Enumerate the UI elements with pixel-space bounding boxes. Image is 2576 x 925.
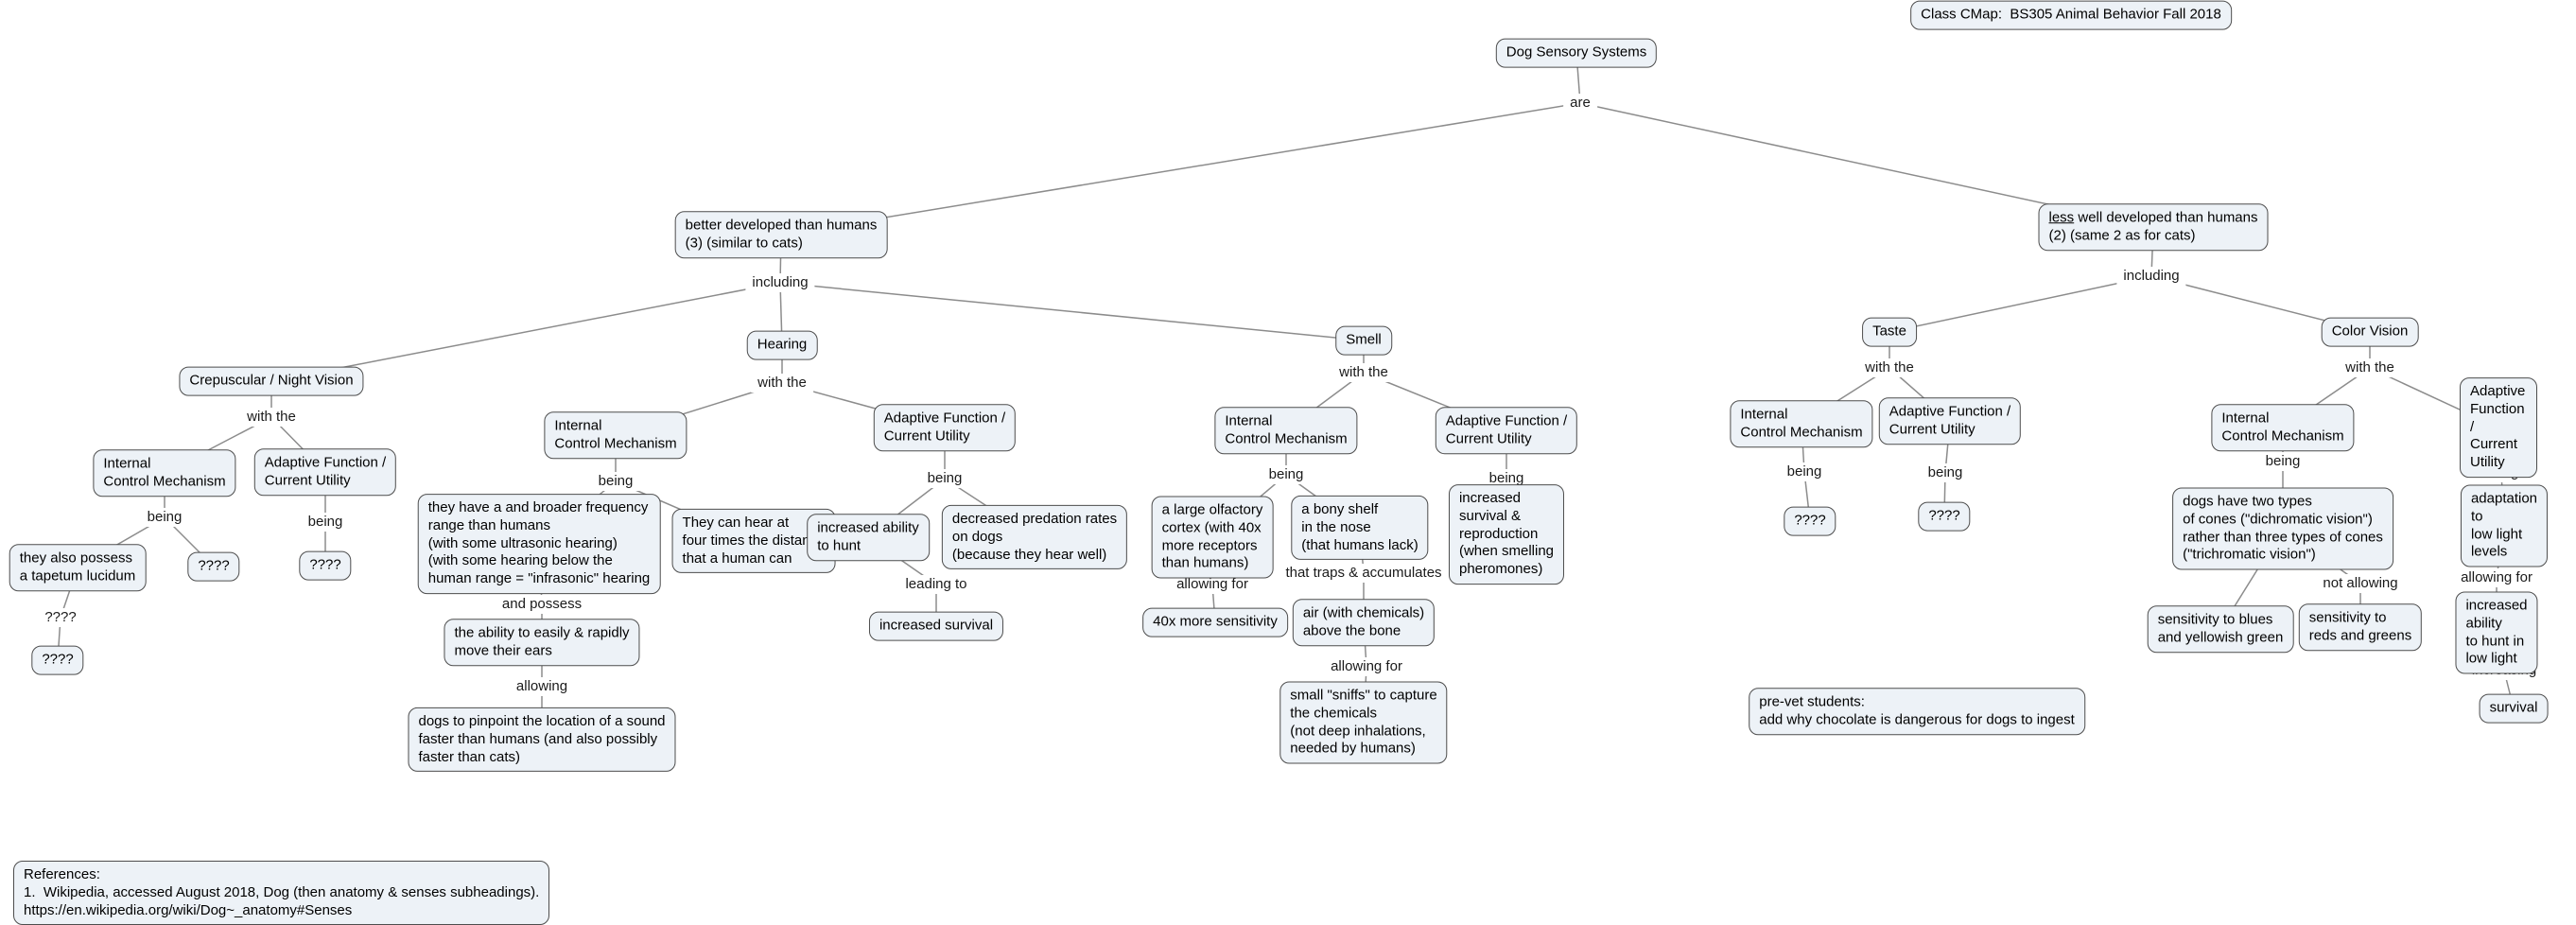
edge-line	[270, 282, 781, 382]
node-prevet-note[interactable]: pre-vet students: add why chocolate is d…	[1749, 688, 2085, 735]
link-label-being-taste-afcu[interactable]: being	[1921, 463, 1970, 482]
node-low-light-adaptation[interactable]: adaptation to low light levels	[2460, 484, 2549, 567]
link-label-with-the-crepuscular[interactable]: with the	[240, 408, 303, 427]
link-label-being-taste-icm[interactable]: being	[1780, 462, 1829, 481]
link-label-not-allowing[interactable]: not allowing	[2316, 574, 2405, 593]
node-crepuscular-internal-control[interactable]: Internal Control Mechanism	[93, 449, 236, 497]
link-label-with-the-taste[interactable]: with the	[1858, 358, 1921, 377]
link-label-allowing-ears[interactable]: allowing	[509, 677, 575, 696]
node-pinpoint-sound[interactable]: dogs to pinpoint the location of a sound…	[408, 707, 676, 773]
node-smell-internal-control[interactable]: Internal Control Mechanism	[1214, 407, 1358, 454]
link-label-being-hearing-icm[interactable]: being	[591, 472, 640, 491]
link-label-allowing-for-sniffs[interactable]: allowing for	[1324, 657, 1409, 676]
class-title-box[interactable]: Class CMap: BS305 Animal Behavior Fall 2…	[1910, 0, 2232, 30]
node-frequency-range[interactable]: they have a and broader frequency range …	[417, 494, 661, 594]
node-sensitivity-reds-greens[interactable]: sensitivity to reds and greens	[2298, 603, 2423, 651]
node-sensitivity-blues-yellows[interactable]: sensitivity to blues and yellowish green	[2147, 605, 2294, 653]
node-40x-sensitivity[interactable]: 40x more sensitivity	[1142, 607, 1288, 637]
node-tapetum-lucidum[interactable]: they also possess a tapetum lucidum	[9, 544, 147, 591]
link-label-including-left[interactable]: including	[745, 273, 815, 292]
node-smell-adaptive-function[interactable]: Adaptive Function / Current Utility	[1435, 407, 1578, 454]
node-survival-color-vision[interactable]: survival	[2479, 693, 2549, 724]
node-color-vision[interactable]: Color Vision	[2321, 317, 2419, 347]
node-tapetum-unknown[interactable]: ????	[31, 645, 84, 675]
node-color-vision-internal-control[interactable]: Internal Control Mechanism	[2211, 404, 2355, 451]
node-dichromatic-cones[interactable]: dogs have two types of cones ("dichromat…	[2172, 487, 2393, 570]
link-label-being-smell-afcu[interactable]: being	[1482, 469, 1531, 488]
references-box[interactable]: References: 1. Wikipedia, accessed Augus…	[13, 861, 550, 925]
link-label-with-the-smell[interactable]: with the	[1332, 363, 1395, 382]
link-label-traps-accumulates[interactable]: that traps & accumulates	[1279, 564, 1449, 583]
node-color-vision-adaptive-function[interactable]: Adaptive Function / Current Utility	[2460, 377, 2537, 478]
node-crepuscular-night-vision[interactable]: Crepuscular / Night Vision	[179, 366, 364, 396]
node-increased-ability-to-hunt[interactable]: increased ability to hunt	[807, 514, 930, 561]
link-label-with-the-hearing[interactable]: with the	[751, 374, 813, 393]
node-hearing-internal-control[interactable]: Internal Control Mechanism	[544, 411, 688, 459]
edge-line	[780, 102, 1581, 236]
node-taste[interactable]: Taste	[1862, 317, 1917, 347]
node-olfactory-cortex[interactable]: a large olfactory cortex (with 40x more …	[1151, 496, 1274, 579]
node-bony-shelf[interactable]: a bony shelf in the nose (that humans la…	[1291, 495, 1429, 561]
node-small-sniffs[interactable]: small "sniffs" to capture the chemicals …	[1279, 681, 1448, 764]
node-move-ears[interactable]: the ability to easily & rapidly move the…	[444, 619, 640, 666]
link-label-being-crepuscular-icm[interactable]: being	[140, 508, 189, 527]
link-label-allowing-for-olfactory[interactable]: allowing for	[1170, 575, 1255, 594]
link-label-allowing-for-cv[interactable]: allowing for	[2454, 568, 2539, 587]
node-dog-sensory-systems[interactable]: Dog Sensory Systems	[1495, 38, 1658, 68]
link-label-with-the-color-vision[interactable]: with the	[2339, 358, 2401, 377]
link-label-leading-to[interactable]: leading to	[898, 575, 974, 594]
node-taste-afcu-unknown[interactable]: ????	[1918, 501, 1971, 532]
node-crepuscular-adaptive-function[interactable]: Adaptive Function / Current Utility	[253, 448, 397, 496]
link-label-being-smell-icm[interactable]: being	[1262, 465, 1311, 484]
node-taste-internal-control[interactable]: Internal Control Mechanism	[1730, 400, 1873, 447]
edge-line	[779, 282, 1365, 341]
node-survival-reproduction[interactable]: increased survival & reproduction (when …	[1448, 484, 1565, 585]
node-crepuscular-afcu-unknown[interactable]: ????	[299, 550, 352, 581]
node-decreased-predation[interactable]: decreased predation rates on dogs (becau…	[941, 504, 1128, 570]
link-label-including-right[interactable]: including	[2116, 267, 2186, 286]
node-better-developed[interactable]: better developed than humans (3) (simila…	[674, 211, 888, 258]
edge-line	[1888, 275, 2152, 333]
node-taste-adaptive-function[interactable]: Adaptive Function / Current Utility	[1878, 397, 2022, 445]
node-increased-survival-hearing[interactable]: increased survival	[868, 611, 1004, 641]
node-crepuscular-icm-unknown[interactable]: ????	[187, 551, 240, 582]
node-air-with-chemicals[interactable]: air (with chemicals) above the bone	[1292, 599, 1436, 646]
link-label-being-hearing-afcu[interactable]: being	[920, 469, 969, 488]
link-label-and-possess[interactable]: and possess	[495, 595, 589, 614]
node-less-developed[interactable]: less well developed than humans (2) (sam…	[2038, 203, 2269, 251]
link-label-unknown[interactable]: ????	[38, 608, 83, 627]
node-hearing[interactable]: Hearing	[746, 330, 818, 360]
link-label-being-cv-icm[interactable]: being	[2258, 452, 2307, 471]
link-label-are[interactable]: are	[1563, 94, 1597, 113]
node-taste-icm-unknown[interactable]: ????	[1784, 506, 1836, 536]
node-hunt-in-low-light[interactable]: increased ability to hunt in low light	[2455, 591, 2538, 674]
link-label-being-crepuscular-afcu[interactable]: being	[301, 513, 350, 532]
node-smell[interactable]: Smell	[1335, 325, 1392, 356]
node-hearing-adaptive-function[interactable]: Adaptive Function / Current Utility	[873, 404, 1017, 451]
